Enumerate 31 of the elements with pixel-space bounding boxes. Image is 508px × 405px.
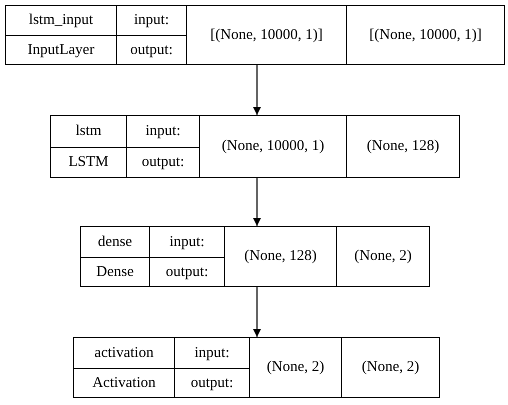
layer-table	[5, 5, 505, 65]
layer-table	[80, 226, 430, 287]
layer-table	[50, 115, 460, 178]
arrow	[253, 287, 261, 337]
port-label: input:	[134, 12, 169, 29]
shape-value: (None, 10000, 1)	[222, 138, 324, 155]
layer-name: lstm	[76, 123, 102, 140]
port-label: output:	[166, 264, 208, 280]
arrow	[253, 178, 261, 226]
layer-type: InputLayer	[28, 42, 94, 58]
port-label: output:	[142, 154, 184, 171]
shape-value: (None, 2)	[266, 359, 324, 376]
layer-type: LSTM	[68, 154, 108, 171]
shape-value: (None, 128)	[366, 138, 440, 155]
shape-value: (None, 2)	[362, 359, 420, 376]
layer-type: Activation	[92, 374, 156, 392]
layer-name: lstm_input	[28, 12, 94, 29]
arrow	[253, 65, 261, 115]
shape-value: (None, 2)	[354, 248, 412, 265]
port-label: input:	[145, 123, 180, 140]
shape-value: [(None, 10000, 1)]	[210, 26, 323, 44]
layer-table	[73, 337, 440, 398]
port-label: output:	[130, 42, 173, 58]
port-label: output:	[190, 374, 234, 392]
layer-type: Dense	[96, 264, 134, 280]
layer-name: activation	[94, 344, 154, 362]
port-label: input:	[194, 344, 230, 362]
layer-name: dense	[98, 234, 132, 250]
port-label: input:	[169, 234, 204, 250]
shape-value: (None, 128)	[244, 248, 317, 265]
shape-value: [(None, 10000, 1)]	[369, 26, 482, 44]
